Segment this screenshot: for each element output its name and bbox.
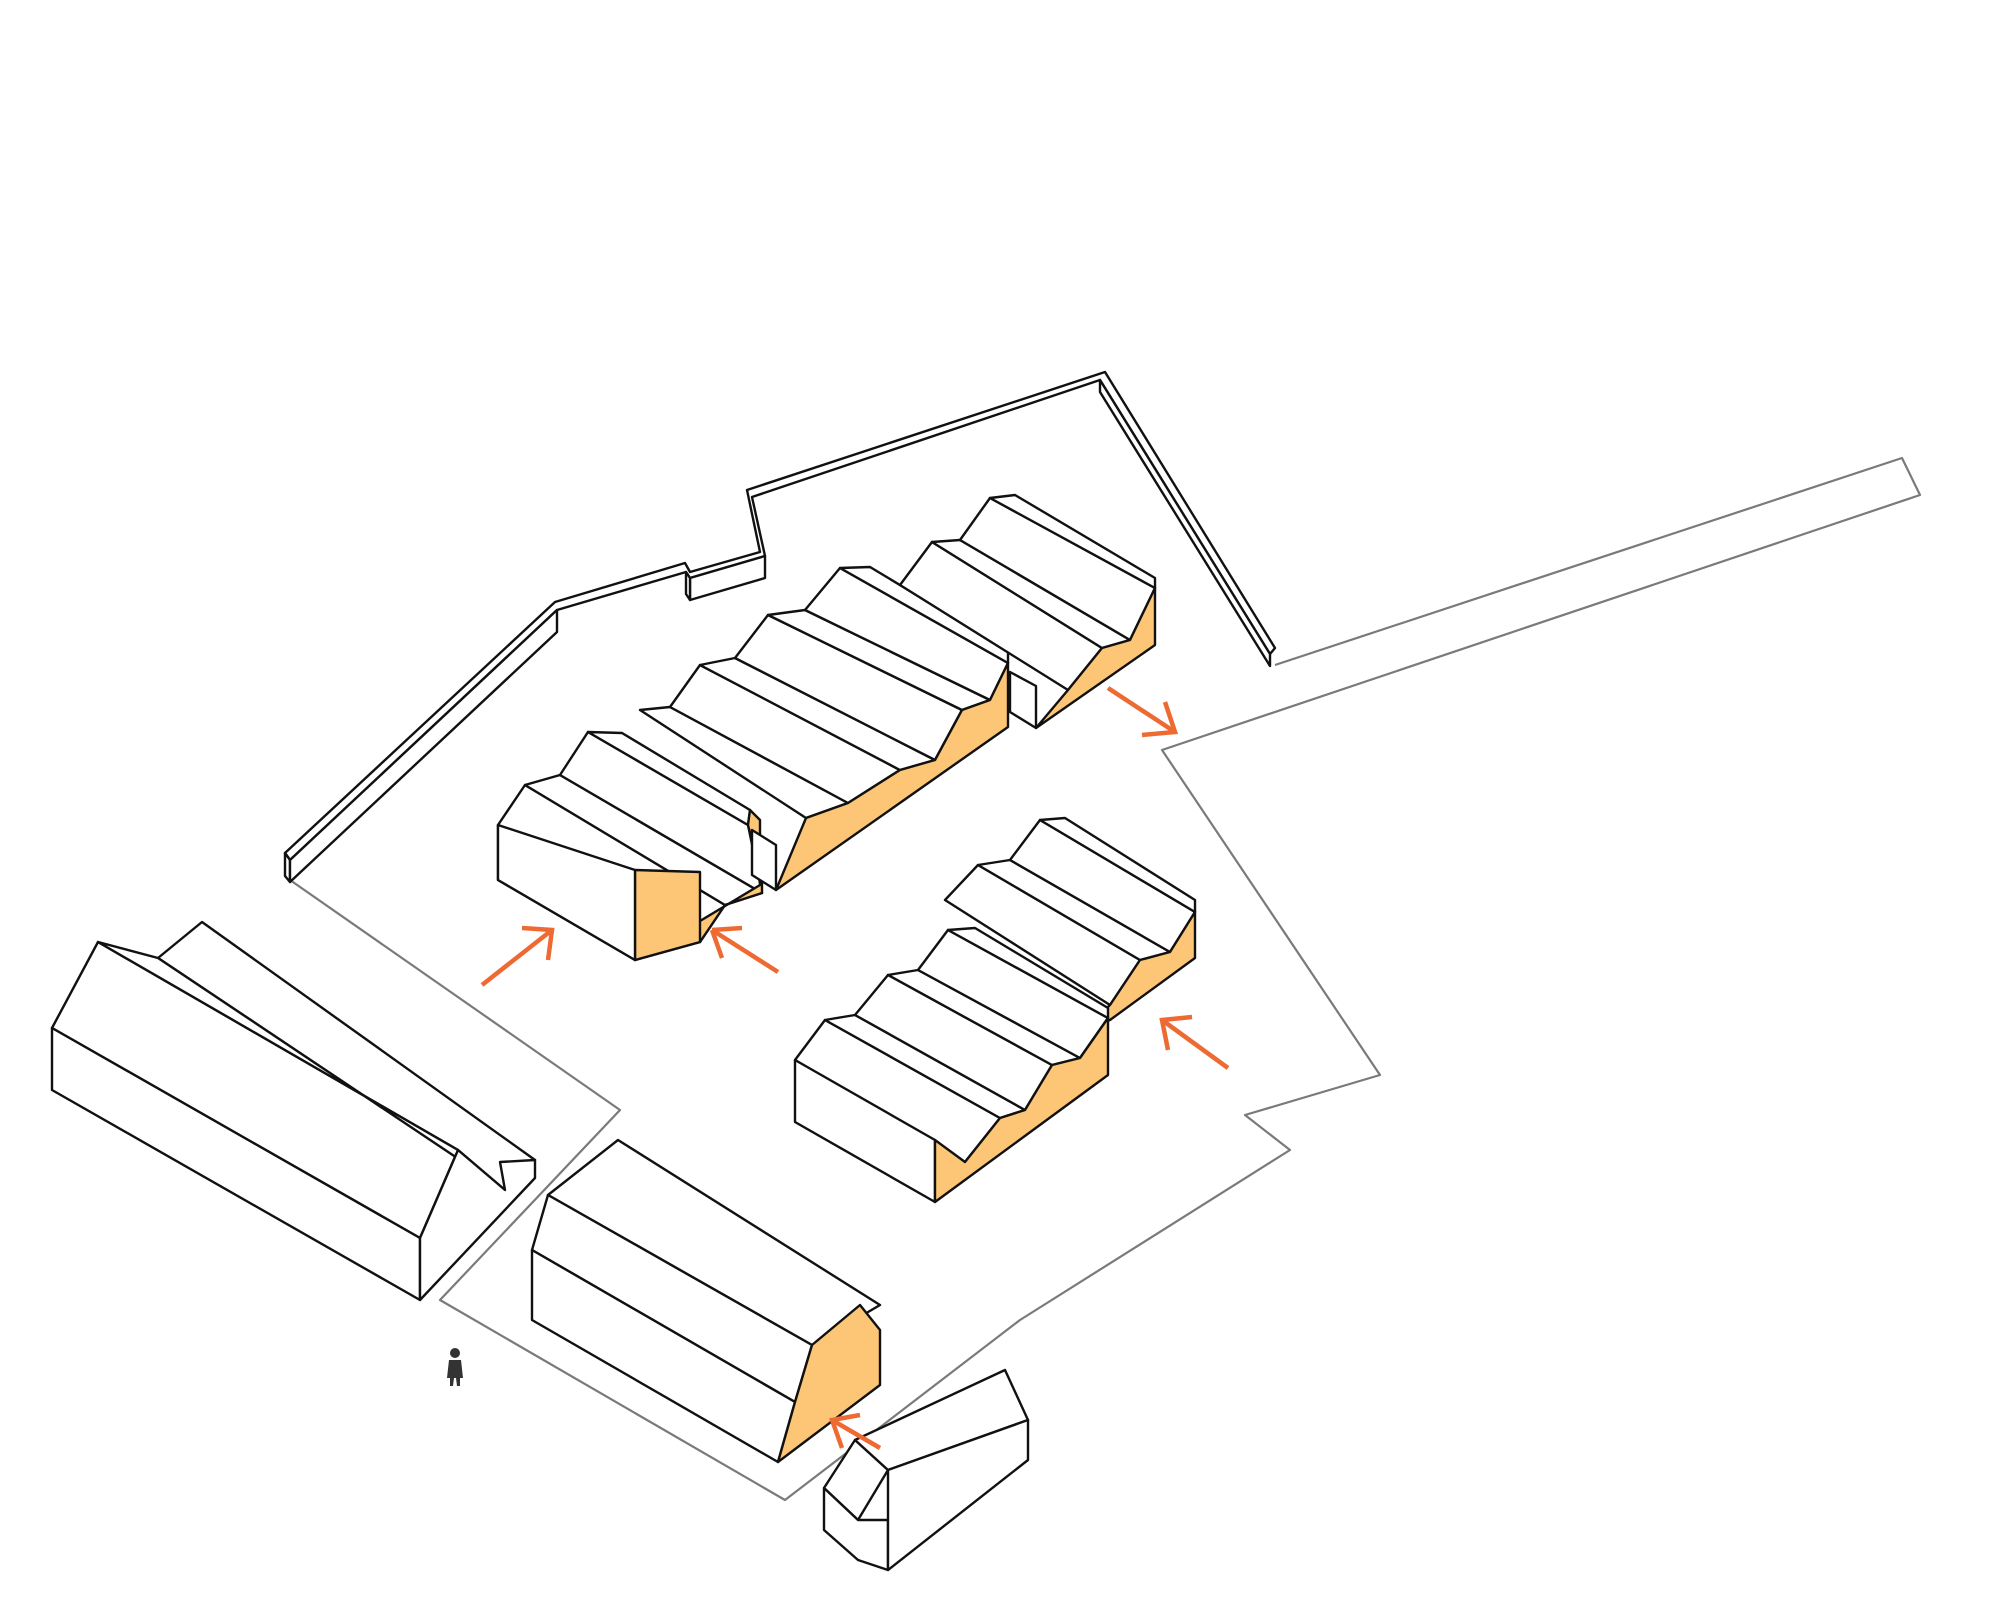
wall-end: [750, 828, 778, 892]
access-arrows: [480, 686, 1230, 1450]
arrow-northeast-out: [1106, 686, 1179, 738]
new-block-north-sawtooth: [638, 565, 1010, 892]
arrow-head: [521, 925, 555, 961]
arrow-shaft: [1160, 1018, 1230, 1070]
arrow-south-in: [828, 1412, 882, 1450]
gable-end: [418, 1148, 537, 1302]
person-body: [447, 1360, 463, 1386]
arrow-shaft: [480, 928, 554, 987]
arrow-shaft: [710, 928, 780, 974]
highlighted-gable: [776, 1303, 882, 1464]
bay-3-roof-back: [988, 493, 1157, 590]
perimeter-wall: [283, 370, 1277, 884]
new-block-southeast: [793, 816, 1197, 1204]
person-head: [450, 1348, 460, 1358]
arrow-shaft: [830, 1418, 882, 1450]
wall-face-notch: [684, 570, 692, 602]
wall-end: [496, 823, 637, 962]
site-outline: [289, 456, 1922, 1502]
highlighted-sawtooth-gable: [774, 661, 1010, 892]
person-scale-figure: [447, 1348, 463, 1386]
wall-face-west-long: [288, 608, 559, 884]
arrow-west-northwest: [709, 925, 780, 974]
new-block-northeast: [898, 493, 1157, 730]
upper-highlighted-gable: [1080, 910, 1197, 1032]
upper-bay-3-roof-back: [1038, 816, 1197, 914]
arrow-west-northeast: [480, 925, 555, 987]
lower-highlighted-sawtooth-gable: [933, 1016, 1110, 1204]
new-block-west: [496, 730, 764, 962]
highlighted-gable-lower: [633, 868, 702, 962]
lower-bay-5-roof-back: [946, 926, 1110, 1020]
site-boundary: [289, 456, 1922, 1502]
gable-end: [886, 1418, 1030, 1572]
arrow-head-2: [709, 929, 725, 959]
arrow-head: [1141, 701, 1179, 738]
arrow-head: [828, 1412, 861, 1449]
existing-building-west: [50, 920, 537, 1302]
arrow-head: [1159, 1014, 1193, 1051]
new-building-south: [530, 1138, 882, 1464]
arrow-shaft: [1106, 686, 1177, 734]
gatehouse: [822, 1368, 1030, 1572]
arrow-east-in: [1159, 1014, 1230, 1070]
wall-face-north: [1098, 378, 1272, 668]
wall-end: [1008, 670, 1038, 730]
arrow-head: [711, 925, 743, 933]
highlighted-gable: [1034, 586, 1157, 730]
